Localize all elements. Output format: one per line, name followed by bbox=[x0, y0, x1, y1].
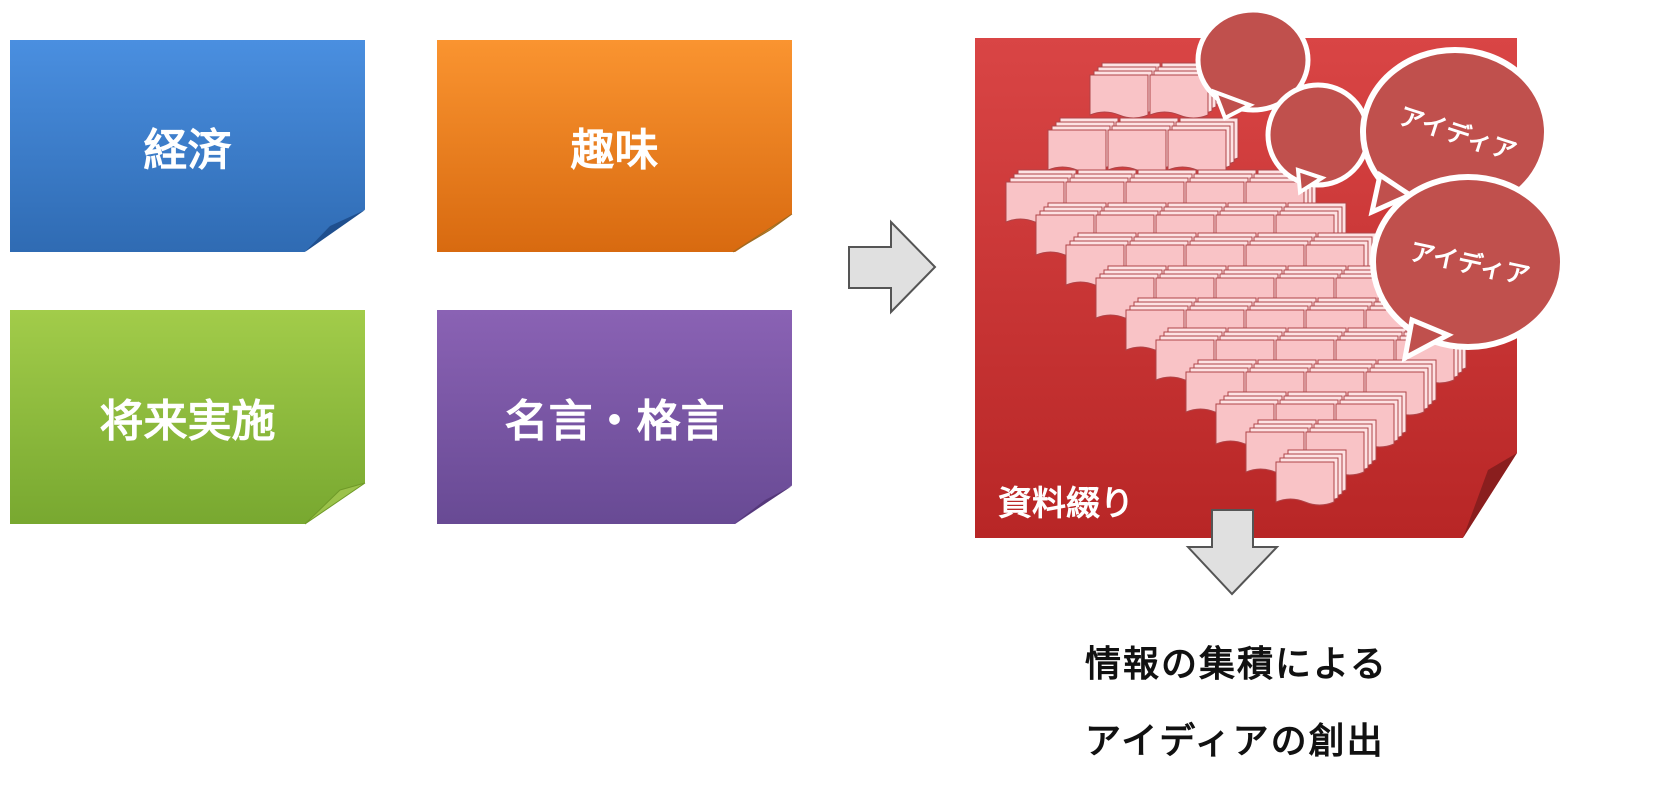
curl-hobby bbox=[732, 213, 793, 253]
arrow-down-icon bbox=[1185, 509, 1280, 596]
document-stack bbox=[1275, 449, 1347, 506]
caption-line-1: 情報の集積による bbox=[1085, 644, 1388, 685]
caption-line-2: アイディアの創出 bbox=[1085, 721, 1385, 762]
speech-bubble-idea-2: アイディア bbox=[1370, 174, 1566, 363]
note-quotes-label: 名言・格言 bbox=[504, 396, 725, 447]
document-stack bbox=[1047, 117, 1119, 174]
curl-future bbox=[304, 482, 366, 525]
speech-bubble-idea-1: アイディア bbox=[1360, 47, 1550, 217]
curl-quotes bbox=[734, 486, 792, 524]
document-stack bbox=[1215, 391, 1287, 448]
note-future-label: 将来実施 bbox=[99, 396, 276, 447]
document-stack-icon bbox=[1005, 62, 1467, 506]
note-hobby-label: 趣味 bbox=[570, 125, 659, 176]
note-future: 将来実施 bbox=[10, 310, 365, 524]
document-stack bbox=[1365, 359, 1437, 416]
document-stack bbox=[1149, 62, 1221, 119]
curl-economy bbox=[305, 210, 365, 252]
collection-label: 資料綴り bbox=[998, 484, 1134, 524]
arrow-right-icon bbox=[848, 219, 937, 315]
note-economy: 経済 bbox=[10, 40, 365, 252]
note-hobby: 趣味 bbox=[437, 40, 792, 252]
curl-card bbox=[1463, 453, 1517, 538]
document-stack bbox=[1167, 117, 1239, 174]
document-stack bbox=[1107, 117, 1179, 174]
note-economy-label: 経済 bbox=[143, 125, 232, 176]
note-quotes: 名言・格言 bbox=[437, 310, 792, 524]
speech-bubble-small-1 bbox=[1195, 7, 1311, 121]
document-stack bbox=[1089, 62, 1161, 119]
